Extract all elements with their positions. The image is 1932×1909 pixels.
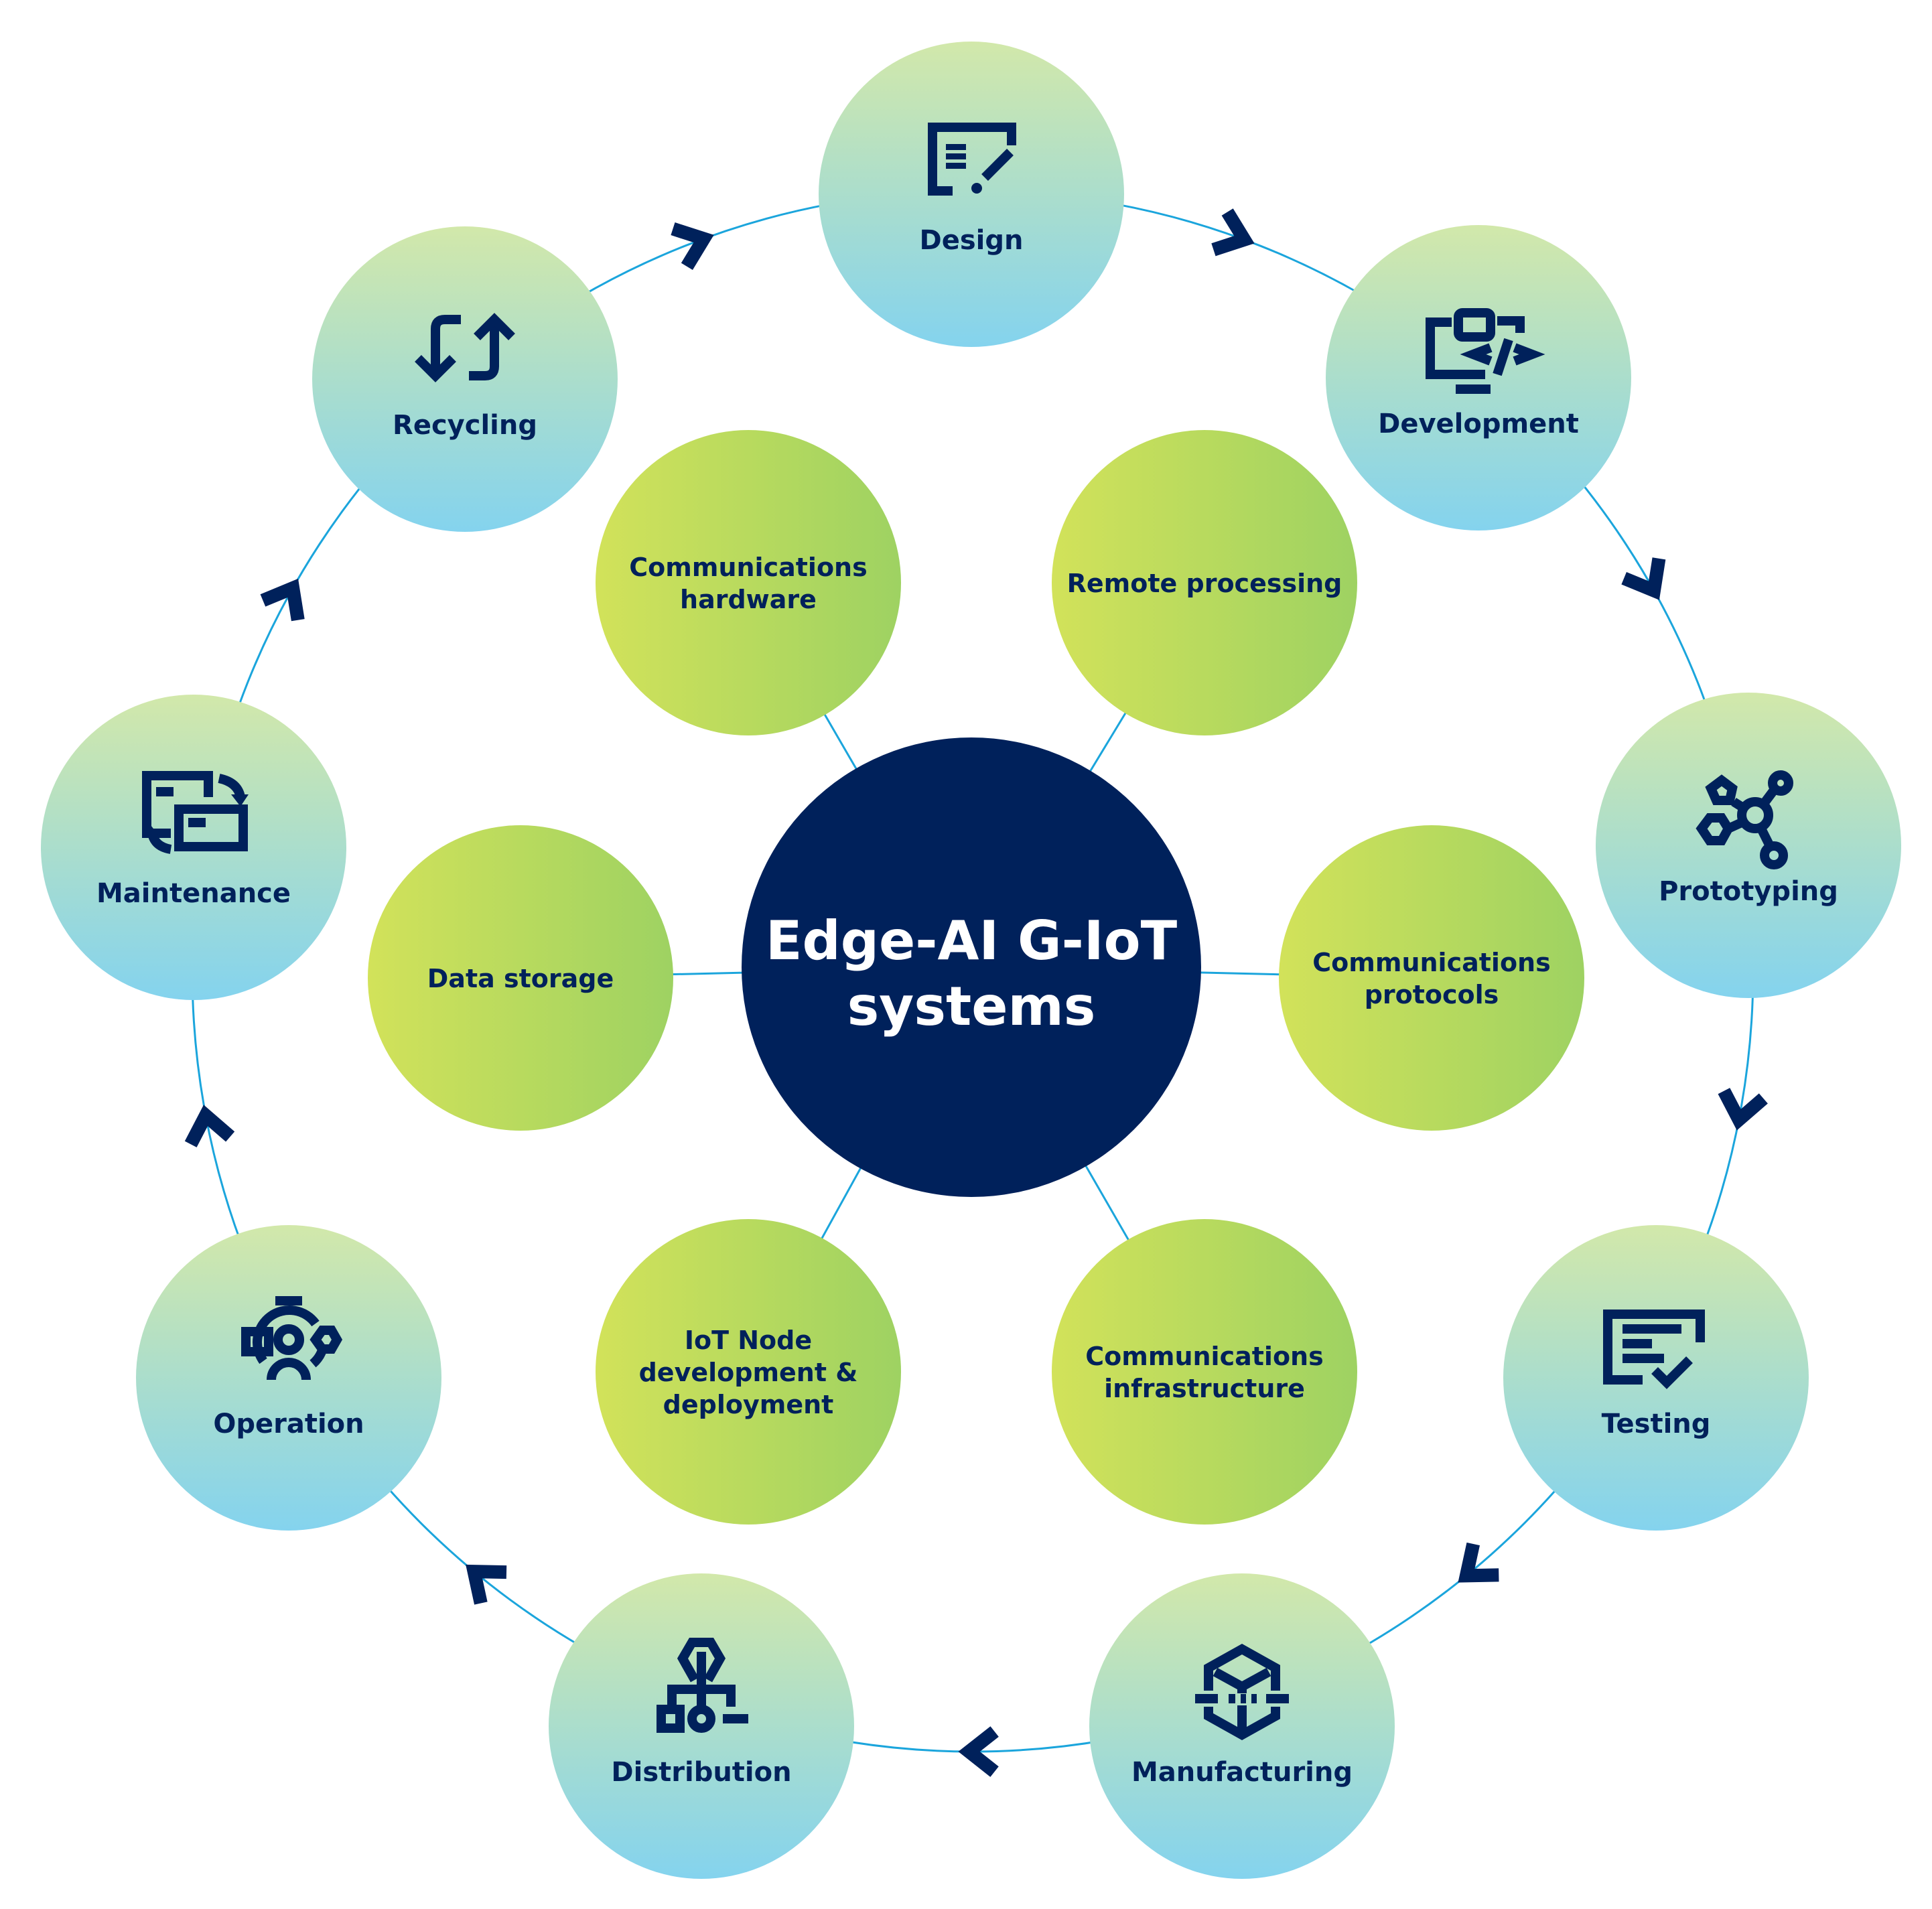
stage-circle [312, 226, 618, 532]
stage-node-distribution: Distribution [549, 1573, 854, 1879]
design-icon [928, 123, 1016, 196]
component-node-communications-hardware: Communications hardware [596, 430, 901, 735]
stage-node-maintenance: Maintenance [41, 695, 346, 1000]
component-node-remote-processing: Remote processing [1052, 430, 1357, 735]
stage-node-development: Development [1326, 225, 1631, 531]
code-monitor-icon [1426, 308, 1545, 394]
chevron-right-icon [671, 222, 714, 270]
component-node-communications-protocols: Communications protocols [1279, 825, 1584, 1131]
flow-arrow [1718, 1088, 1768, 1131]
stage-label: Testing [1602, 1409, 1711, 1439]
component-label: infrastructure [1104, 1374, 1305, 1403]
stage-circles: DesignDevelopmentPrototypingTestingManuf… [41, 42, 1901, 1879]
component-label: Data storage [427, 964, 614, 993]
stage-label: Maintenance [96, 878, 291, 909]
molecule-network-icon [1696, 770, 1793, 869]
cube-production-icon [1195, 1643, 1289, 1741]
flow-arrow [671, 222, 714, 270]
chevron-right-icon [1211, 208, 1255, 257]
stage-node-testing: Testing [1503, 1225, 1809, 1531]
component-circle [1052, 1219, 1357, 1525]
flow-arrow [260, 578, 305, 622]
operator-icon [241, 1296, 343, 1381]
stage-circle [136, 1225, 441, 1531]
chevron-right-icon [260, 578, 305, 622]
recycle-arrows-icon [415, 313, 515, 382]
flow-arrow [958, 1726, 999, 1777]
stage-node-operation: Operation [136, 1225, 441, 1531]
stage-label: Operation [213, 1409, 364, 1439]
stage-label: Distribution [611, 1757, 791, 1788]
component-label: protocols [1365, 980, 1499, 1009]
chevron-right-icon [1718, 1088, 1768, 1131]
component-label: IoT Node [685, 1326, 812, 1355]
distribution-tree-icon [657, 1638, 748, 1733]
component-circle [368, 825, 673, 1131]
flow-arrow [1458, 1542, 1499, 1583]
chevron-right-icon [1621, 557, 1666, 600]
component-circle [596, 1219, 901, 1525]
center-title-line-1: Edge-AI G-IoT [766, 910, 1178, 972]
component-circle [1052, 430, 1357, 735]
stage-circle [1596, 693, 1901, 998]
component-circle [1279, 825, 1584, 1131]
stage-node-manufacturing: Manufacturing [1089, 1573, 1395, 1879]
stage-node-recycling: Recycling [312, 226, 618, 532]
stage-label: Recycling [393, 410, 537, 441]
stage-label: Design [920, 225, 1024, 256]
chevron-right-icon [1458, 1542, 1499, 1583]
component-label: development & [639, 1358, 858, 1387]
stage-label: Prototyping [1659, 876, 1838, 907]
document-check-icon [1603, 1310, 1705, 1389]
stage-node-design: Design [819, 42, 1124, 347]
component-node-iot-node-development-deployment: IoT Node development & deployment [596, 1219, 901, 1525]
component-label: Remote processing [1067, 569, 1342, 598]
stage-label: Manufacturing [1131, 1757, 1353, 1788]
component-circle [596, 430, 901, 735]
center-node: Edge-AI G-IoT systems [742, 737, 1201, 1197]
component-circles: Communications hardware Remote processingD… [368, 430, 1584, 1525]
component-label: deployment [663, 1390, 834, 1419]
windows-swap-icon [142, 771, 249, 854]
stage-circle [819, 42, 1124, 347]
chevron-right-icon [466, 1564, 507, 1605]
center-title-line-2: systems [847, 975, 1096, 1038]
component-label: hardware [680, 585, 817, 614]
flow-arrow [1621, 557, 1666, 600]
chevron-right-icon [184, 1105, 235, 1147]
flow-arrow [1211, 208, 1255, 257]
flow-arrow [184, 1105, 235, 1147]
component-label: Communications [1085, 1342, 1323, 1371]
component-label: Communications [1312, 948, 1550, 977]
center-circle [742, 737, 1201, 1197]
component-label: Communications [629, 553, 867, 582]
stage-label: Development [1378, 409, 1579, 439]
component-node-communications-infrastructure: Communications infrastructure [1052, 1219, 1357, 1525]
flow-arrows [184, 208, 1768, 1777]
flow-arrow [466, 1564, 507, 1605]
stage-node-prototyping: Prototyping [1596, 693, 1901, 998]
component-node-data-storage: Data storage [368, 825, 673, 1131]
chevron-right-icon [958, 1726, 999, 1777]
